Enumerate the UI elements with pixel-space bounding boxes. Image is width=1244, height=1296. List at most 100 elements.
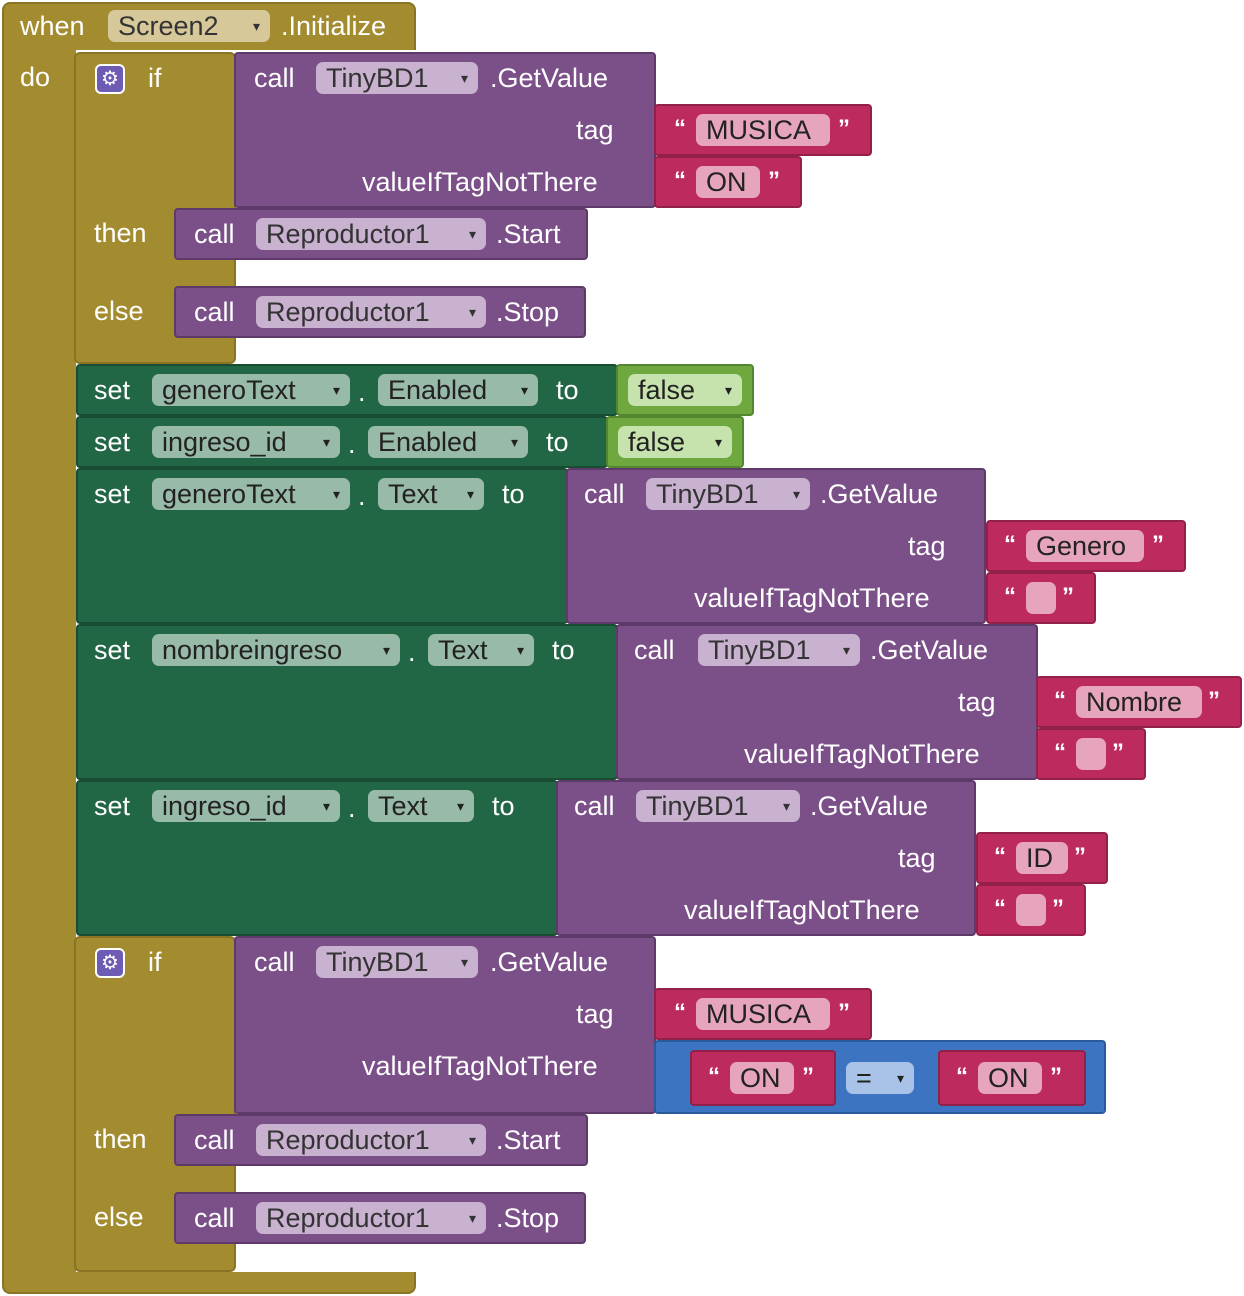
text-value[interactable]: ON (730, 1062, 794, 1094)
tinydb-dropdown[interactable]: TinyBD1 ▾ (316, 62, 478, 94)
set-label: set (94, 791, 131, 821)
text-value[interactable]: ON (696, 166, 760, 198)
quote-open-icon: “ (1004, 531, 1016, 558)
quote-open-icon: “ (708, 1063, 720, 1090)
tinydb-dropdown[interactable]: TinyBD1 ▾ (698, 634, 860, 666)
method-label: .Start (496, 1125, 561, 1155)
boolean-dropdown[interactable]: false ▾ (628, 374, 742, 406)
chevron-down-icon[interactable]: ▾ (792, 486, 800, 502)
text-value[interactable]: MUSICA (696, 114, 830, 146)
quote-open-icon: “ (674, 999, 686, 1026)
component-dropdown[interactable]: generoText ▾ (152, 478, 350, 510)
quote-close-icon: ” (838, 115, 850, 142)
dot-label: . (358, 481, 366, 511)
chevron-down-icon[interactable]: ▾ (714, 434, 722, 450)
property-dropdown[interactable]: Enabled ▾ (378, 374, 538, 406)
reproductor-dropdown[interactable]: Reproductor1 ▾ (256, 218, 486, 250)
method-label: .Stop (496, 1203, 560, 1233)
component-dropdown[interactable]: nombreingreso ▾ (152, 634, 400, 666)
component-dropdown[interactable]: ingreso_id ▾ (152, 426, 340, 458)
chevron-down-icon[interactable]: ▾ (516, 642, 524, 658)
tinydb-dropdown[interactable]: TinyBD1 ▾ (646, 478, 810, 510)
text-value[interactable]: Nombre (1076, 686, 1202, 718)
method-label: .GetValue (820, 479, 939, 509)
reproductor-dropdown[interactable]: Reproductor1 ▾ (256, 1202, 486, 1234)
call-label: call (584, 479, 625, 509)
property-dropdown[interactable]: Enabled ▾ (368, 426, 528, 458)
value-if-tag-not-there-label: valueIfTagNotThere (744, 739, 980, 769)
quote-close-icon: ” (1074, 843, 1086, 870)
chevron-down-icon[interactable]: ▾ (456, 798, 464, 814)
property-dropdown[interactable]: Text ▾ (378, 478, 484, 510)
property-dropdown[interactable]: Text ▾ (428, 634, 534, 666)
gear-icon[interactable]: ⚙ (95, 948, 125, 978)
call-label: call (194, 1203, 235, 1233)
screen-dropdown[interactable]: Screen2 ▾ (108, 10, 270, 42)
boolean-dropdown[interactable]: false ▾ (618, 426, 732, 458)
to-label: to (552, 635, 575, 665)
text-value[interactable]: ON (978, 1062, 1042, 1094)
chevron-down-icon[interactable]: ▾ (468, 1132, 476, 1148)
component-dropdown[interactable]: generoText ▾ (152, 374, 350, 406)
quote-open-icon: “ (994, 895, 1006, 922)
method-label: .GetValue (490, 947, 609, 977)
gear-icon[interactable]: ⚙ (95, 64, 125, 94)
chevron-down-icon[interactable]: ▾ (724, 382, 732, 398)
chevron-down-icon[interactable]: ▾ (842, 642, 850, 658)
text-value[interactable]: Genero (1026, 530, 1144, 562)
reproductor-stop-block[interactable] (174, 1192, 586, 1244)
chevron-down-icon[interactable]: ▾ (466, 486, 474, 502)
quote-open-icon: “ (1004, 583, 1016, 610)
text-block-musica[interactable] (654, 104, 872, 156)
chevron-down-icon[interactable]: ▾ (252, 18, 260, 34)
chevron-down-icon[interactable]: ▾ (468, 304, 476, 320)
event-block-body (2, 48, 76, 1272)
compare-operator-dropdown[interactable]: = ▾ (846, 1062, 914, 1094)
chevron-down-icon[interactable]: ▾ (468, 1210, 476, 1226)
tag-label: tag (898, 843, 936, 873)
if-label: if (148, 63, 162, 93)
chevron-down-icon[interactable]: ▾ (332, 486, 340, 502)
chevron-down-icon[interactable]: ▾ (782, 798, 790, 814)
value-if-tag-not-there-label: valueIfTagNotThere (362, 167, 598, 197)
chevron-down-icon[interactable]: ▾ (510, 434, 518, 450)
quote-close-icon: ” (1052, 895, 1064, 922)
call-label: call (574, 791, 615, 821)
chevron-down-icon[interactable]: ▾ (468, 226, 476, 242)
chevron-down-icon[interactable]: ▾ (460, 954, 468, 970)
dot-label: . (358, 377, 366, 407)
method-label: .GetValue (870, 635, 989, 665)
quote-close-icon: ” (838, 999, 850, 1026)
text-value[interactable] (1076, 738, 1106, 770)
quote-close-icon: ” (768, 167, 780, 194)
call-label: call (194, 1125, 235, 1155)
text-value[interactable]: ID (1016, 842, 1068, 874)
tinydb-dropdown[interactable]: TinyBD1 ▾ (636, 790, 800, 822)
reproductor-dropdown[interactable]: Reproductor1 ▾ (256, 296, 486, 328)
component-dropdown[interactable]: ingreso_id ▾ (152, 790, 340, 822)
when-label: when (20, 11, 85, 41)
chevron-down-icon[interactable]: ▾ (322, 798, 330, 814)
value-if-tag-not-there-label: valueIfTagNotThere (694, 583, 930, 613)
method-label: .GetValue (490, 63, 609, 93)
chevron-down-icon[interactable]: ▾ (520, 382, 528, 398)
chevron-down-icon[interactable]: ▾ (382, 642, 390, 658)
tinydb-dropdown[interactable]: TinyBD1 ▾ (316, 946, 478, 978)
tag-label: tag (576, 115, 614, 145)
property-dropdown[interactable]: Text ▾ (368, 790, 474, 822)
chevron-down-icon[interactable]: ▾ (460, 70, 468, 86)
chevron-down-icon[interactable]: ▾ (332, 382, 340, 398)
text-value[interactable]: MUSICA (696, 998, 830, 1030)
chevron-down-icon[interactable]: ▾ (896, 1070, 904, 1086)
set-label: set (94, 427, 131, 457)
else-label: else (94, 296, 144, 326)
chevron-down-icon[interactable]: ▾ (322, 434, 330, 450)
quote-open-icon: “ (1054, 687, 1066, 714)
do-label: do (20, 62, 51, 92)
dot-label: . (408, 637, 416, 667)
text-value[interactable] (1026, 582, 1056, 614)
text-value[interactable] (1016, 894, 1046, 926)
reproductor-dropdown[interactable]: Reproductor1 ▾ (256, 1124, 486, 1156)
dot-label: . (348, 793, 356, 823)
quote-close-icon: ” (1050, 1063, 1062, 1090)
